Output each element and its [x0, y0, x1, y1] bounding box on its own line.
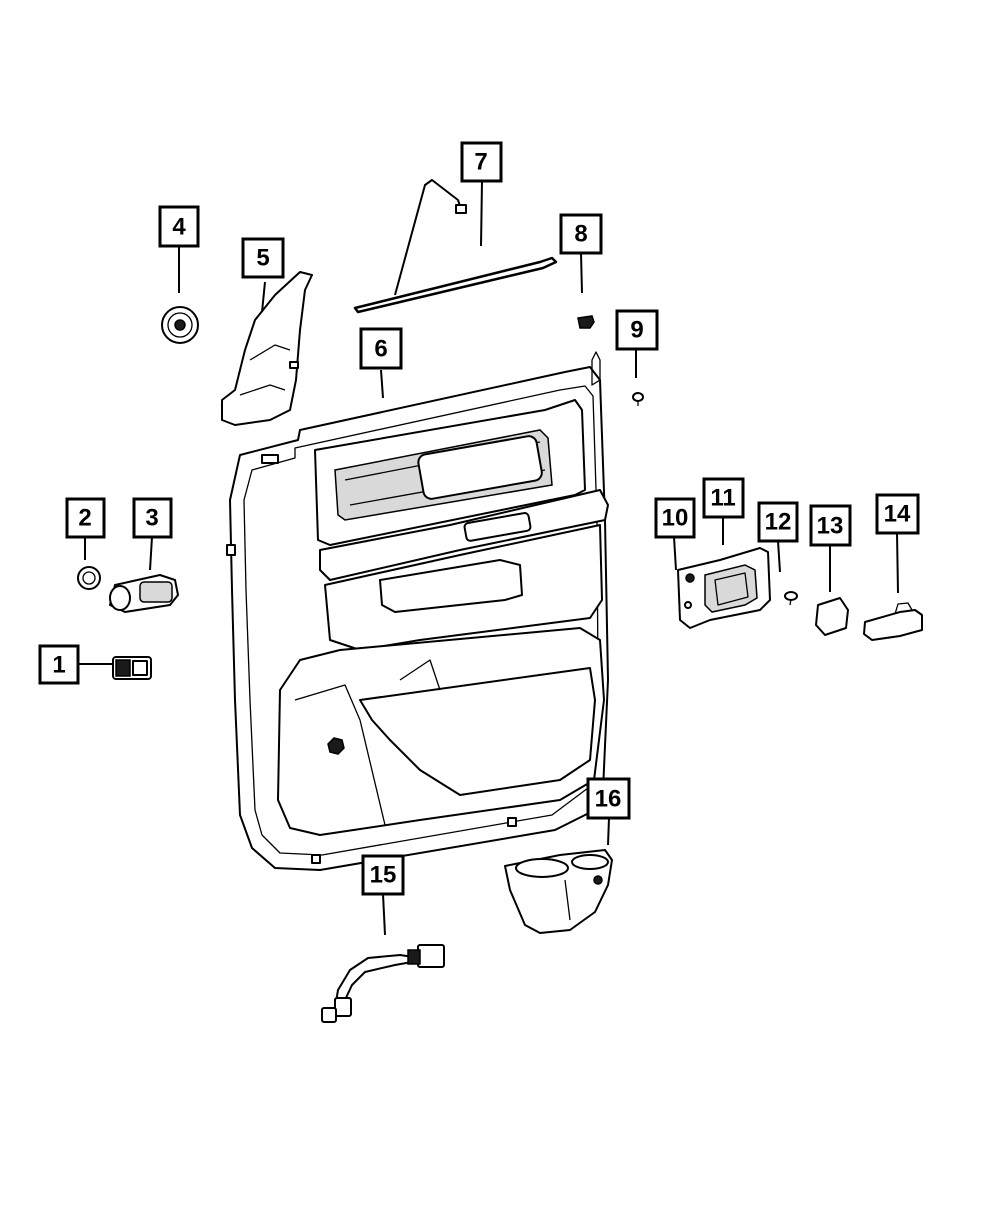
leader-14 — [896, 532, 899, 594]
callout-10: 10 — [654, 497, 696, 539]
part-3-lamp — [109, 574, 179, 613]
callout-3: 3 — [132, 497, 173, 539]
leader-16 — [607, 817, 610, 846]
callout-4-label: 4 — [172, 214, 186, 241]
callout-16: 16 — [586, 777, 631, 820]
callout-4: 4 — [158, 205, 200, 248]
callout-13-label: 13 — [817, 513, 844, 540]
callout-7: 7 — [460, 141, 503, 183]
leader-5 — [261, 281, 266, 313]
callout-1-label: 1 — [52, 652, 65, 679]
part-5-sail-panel — [221, 271, 313, 426]
callout-10-label: 10 — [662, 505, 689, 532]
part-9-push-pin — [591, 351, 644, 406]
callout-6: 6 — [359, 327, 403, 370]
leader-6 — [380, 369, 384, 399]
part-12-screw — [784, 591, 798, 606]
callout-2-label: 2 — [78, 505, 91, 532]
callout-9: 9 — [615, 309, 659, 351]
part-13-cover-cap — [815, 597, 849, 636]
callout-15: 15 — [361, 854, 405, 896]
part-16-cup-holder — [504, 849, 613, 934]
callout-11-label: 11 — [710, 485, 735, 512]
leader-12 — [777, 540, 781, 573]
part-4-tweeter — [161, 306, 199, 344]
callout-16-label: 16 — [595, 786, 622, 813]
callout-2: 2 — [65, 497, 106, 539]
part-8-clip — [577, 315, 595, 329]
leader-8 — [580, 252, 583, 294]
callout-8-label: 8 — [574, 221, 587, 248]
callout-12: 12 — [757, 501, 799, 543]
part-15-wiring-harness — [321, 944, 445, 1023]
callout-5: 5 — [241, 237, 285, 279]
callout-14: 14 — [875, 493, 920, 535]
callout-6-label: 6 — [374, 336, 387, 363]
part-7-weatherstrip — [353, 179, 558, 314]
callout-14-label: 14 — [884, 501, 911, 528]
part-1-switch — [112, 656, 152, 680]
callout-8: 8 — [559, 213, 603, 255]
callout-3-label: 3 — [145, 505, 158, 532]
part-2-ring — [77, 566, 101, 590]
leader-3 — [149, 536, 153, 571]
door-trim-panel — [226, 366, 609, 871]
callout-7-label: 7 — [474, 149, 487, 176]
leader-7 — [480, 180, 483, 247]
callout-5-label: 5 — [256, 245, 269, 272]
callout-12-label: 12 — [765, 509, 792, 536]
callout-11: 11 — [702, 477, 745, 519]
leader-lines — [77, 180, 899, 936]
leader-15 — [382, 893, 386, 936]
part-10-11-handle-bezel — [677, 547, 771, 629]
part-14-inside-handle — [863, 602, 923, 641]
callout-9-label: 9 — [630, 317, 643, 344]
callout-1: 1 — [38, 644, 80, 685]
leader-10 — [673, 536, 677, 571]
callout-13: 13 — [809, 504, 852, 547]
callout-15-label: 15 — [370, 862, 397, 889]
